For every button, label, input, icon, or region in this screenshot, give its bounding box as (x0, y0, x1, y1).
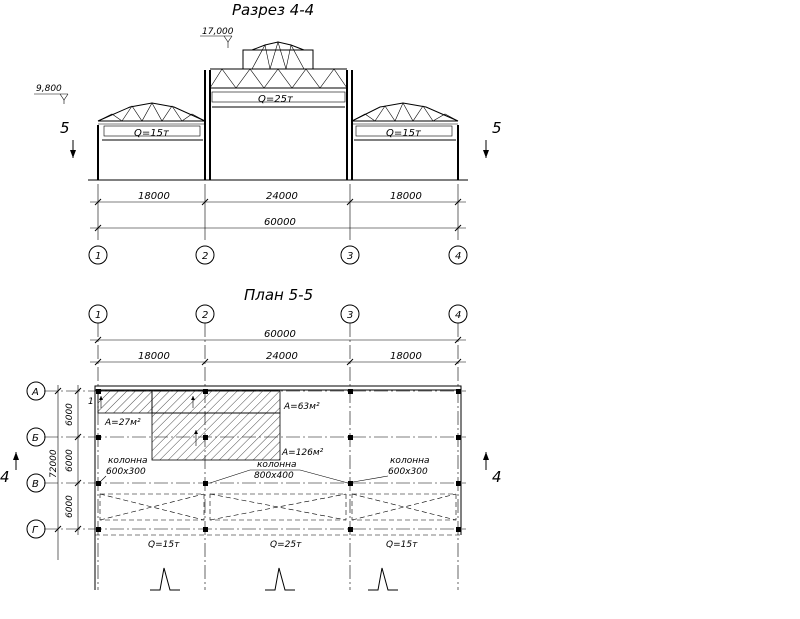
crane-runways (99, 493, 457, 521)
plan-crane-right: Q=15т (386, 540, 418, 550)
plan-axis-3: 3 (347, 310, 353, 321)
plan-axis-2: 2 (202, 310, 208, 321)
plan-dim-left: 18000 (138, 351, 170, 362)
plan-cut-right-label: 4 (492, 468, 502, 486)
plan-row-bubbles (26, 381, 46, 539)
elevation-mark-side (34, 93, 69, 104)
column-label-1: колонна (108, 456, 148, 466)
column-leader-2 (209, 469, 349, 484)
plan-row-a: А (31, 387, 39, 398)
plan-dim-total: 60000 (264, 329, 296, 340)
area-large-label: A=126м² (281, 448, 324, 458)
plan-crane-mid: Q=25т (270, 540, 302, 550)
mark-1-label: 1 (88, 397, 94, 407)
plan-axis-1: 1 (95, 310, 101, 321)
section-axis-1: 1 (95, 251, 101, 262)
plan-dimensions (90, 336, 466, 366)
section-crane-mid: Q=25т (258, 94, 294, 105)
column-size-3: 600x300 (388, 467, 428, 477)
section-axis-2: 2 (202, 251, 208, 262)
load-area-large (151, 412, 281, 461)
plan-dim-right: 18000 (390, 351, 422, 362)
column-label-3: колонна (390, 456, 430, 466)
cut-mark-right (483, 140, 489, 158)
plan-axis-lines (97, 323, 459, 590)
plan-axis-bubbles (88, 304, 468, 324)
area-arrows (99, 396, 198, 446)
plan-row-dimensions (54, 385, 82, 560)
plan-row-dim-3: 6000 (65, 495, 75, 518)
section-title: Разрез 4-4 (232, 1, 314, 19)
column-label-2: колонна (257, 460, 297, 470)
plan-row-dim-2: 6000 (65, 449, 75, 472)
plan-cut-left-label: 4 (0, 468, 10, 486)
area-small-label: A=27м² (104, 418, 141, 428)
column-size-1: 600x300 (106, 467, 146, 477)
column-leader-1 (99, 475, 107, 483)
plan-row-v: В (32, 479, 39, 490)
plan-cut-mark-left (13, 452, 19, 470)
section-columns (97, 70, 459, 180)
left-roof-truss (97, 102, 206, 141)
section-dim-total: 60000 (264, 217, 296, 228)
right-roof-truss (351, 102, 459, 141)
load-area-mid (151, 390, 281, 414)
plan-row-g: Г (32, 525, 39, 536)
column-size-2: 800x400 (254, 471, 294, 481)
plan-row-dim-total: 72000 (49, 449, 59, 478)
plan-drawing: План 5-5 1 2 3 4 600 (0, 286, 502, 591)
section-dim-mid: 24000 (266, 191, 298, 202)
middle-roof-truss (209, 40, 348, 108)
cut-mark-left (70, 140, 76, 158)
section-crane-left: Q=15т (134, 128, 170, 139)
section-dim-right: 18000 (390, 191, 422, 202)
plan-axis-4: 4 (455, 310, 461, 321)
elevation-mark-top (200, 35, 233, 48)
section-crane-right: Q=15т (386, 128, 422, 139)
load-area-small (97, 390, 153, 414)
plan-cut-mark-right (483, 452, 489, 470)
section-axis-bubbles (88, 245, 468, 265)
section-axis-4: 4 (455, 251, 461, 262)
break-lines (94, 535, 398, 591)
plan-columns (96, 389, 461, 532)
section-dim-left: 18000 (138, 191, 170, 202)
plan-dim-mid: 24000 (266, 351, 298, 362)
plan-row-b: Б (32, 433, 39, 444)
section-axis-3: 3 (347, 251, 353, 262)
plan-row-dim-1: 6000 (65, 403, 75, 426)
area-mid-label: A=63м² (283, 402, 320, 412)
plan-title: План 5-5 (244, 286, 313, 304)
plan-crane-left: Q=15т (148, 540, 180, 550)
plan-walls (94, 385, 462, 536)
elevation-side-label: 9,800 (36, 84, 62, 94)
section-dimensions (90, 184, 466, 240)
column-leader-3 (352, 475, 389, 483)
section-drawing: Разрез 4-4 Q=15т (34, 1, 502, 265)
elevation-top-label: 17,000 (202, 27, 234, 37)
cut-mark-left-label: 5 (60, 119, 70, 137)
cut-mark-right-label: 5 (492, 119, 502, 137)
